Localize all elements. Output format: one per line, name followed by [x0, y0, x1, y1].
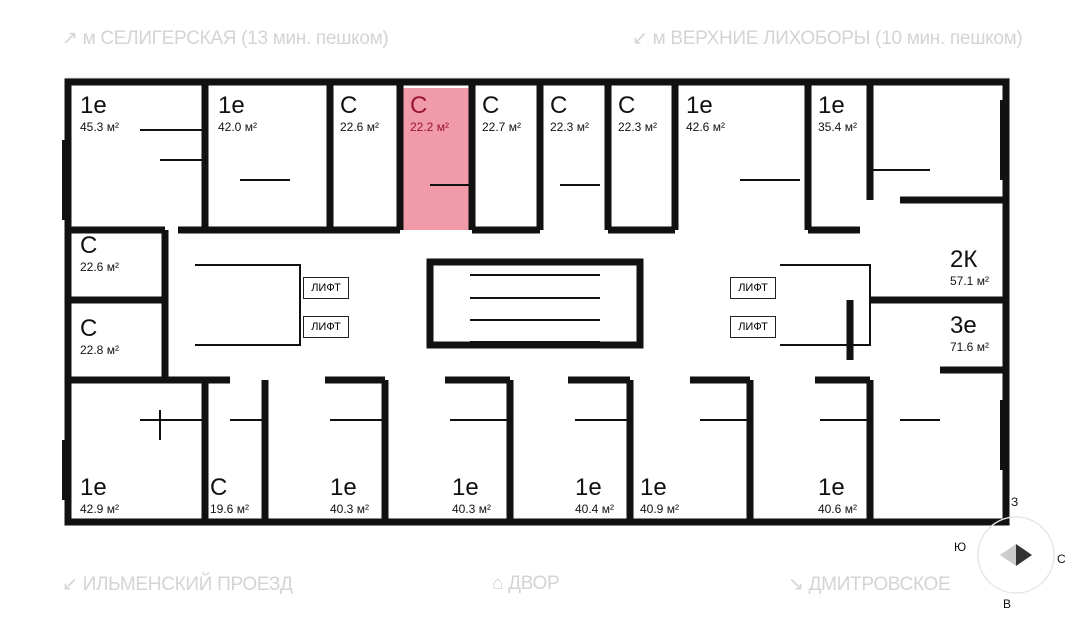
arrow-down-right-icon: ↘: [788, 574, 809, 595]
compass-west: З: [1011, 495, 1019, 509]
yard-icon: ⌂: [492, 573, 509, 594]
street-label-verkhnie-likhobory: ↙ м ВЕРХНИЕ ЛИХОБОРЫ (10 мин. пешком): [632, 28, 1023, 49]
street-label-yard: ⌂ ДВОР: [492, 573, 560, 594]
elevator-label: ЛИФТ: [303, 277, 349, 299]
arrow-down-left-icon: ↙: [632, 28, 653, 49]
selected-unit-fill: [403, 88, 470, 230]
compass-east: В: [1003, 597, 1012, 611]
compass-north: С: [1057, 552, 1066, 566]
elevator-label: ЛИФТ: [303, 316, 349, 338]
street-label-ilmensky: ↙ ИЛЬМЕНСКИЙ ПРОЕЗД: [62, 574, 293, 595]
elevator-label: ЛИФТ: [730, 316, 776, 338]
arrow-up-right-icon: ↗: [62, 28, 83, 49]
street-label-dmitrovskoe: ↘ ДМИТРОВСКОЕ: [788, 574, 951, 595]
arrow-down-left-icon: ↙: [62, 574, 83, 595]
compass-south: Ю: [954, 540, 967, 554]
street-label-seligerskaya: ↗ м СЕЛИГЕРСКАЯ (13 мин. пешком): [62, 28, 389, 49]
elevator-label: ЛИФТ: [730, 277, 776, 299]
